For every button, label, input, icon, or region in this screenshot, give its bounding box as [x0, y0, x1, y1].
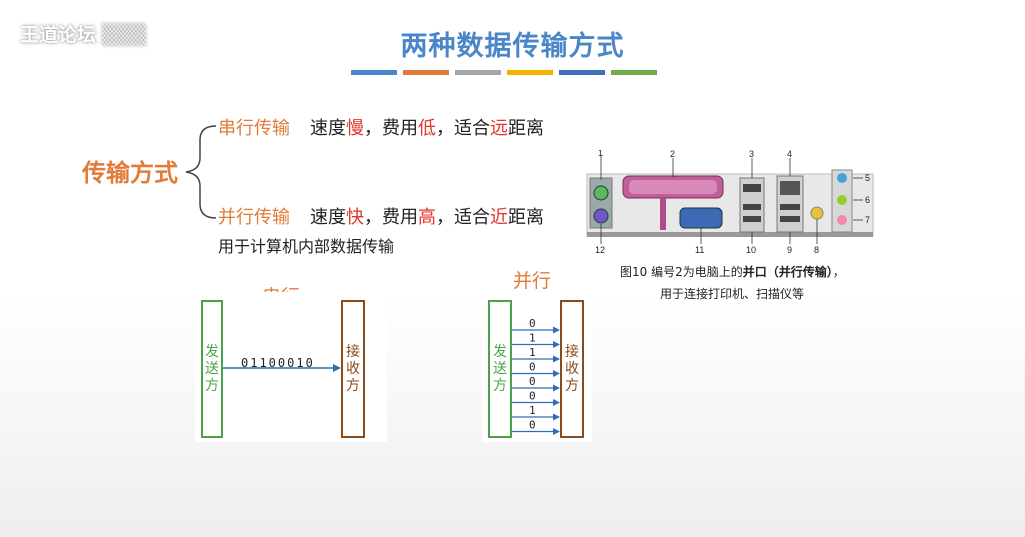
parallel-bit: 0: [529, 390, 536, 403]
parallel-arrowhead: [553, 341, 560, 348]
port-number: 6: [865, 195, 870, 205]
color-bar: [403, 70, 449, 75]
port-photo-panel: 1 2 3 4 5 6 7 8 9 10 11 12: [585, 148, 880, 300]
text: ，费用: [364, 207, 418, 228]
slide-title: 两种数据传输方式: [400, 31, 625, 62]
serial-description: 串行传输速度慢，费用低，适合远距离: [218, 114, 544, 140]
photo-caption-line1: 图10 编号2为电脑上的并口（并行传输），: [620, 263, 845, 280]
serial-head: 串行传输: [218, 118, 290, 139]
parallel-note: 用于计算机内部数据传输: [218, 237, 395, 256]
watermark-logo: 王道论坛▒▒▒: [20, 20, 146, 47]
color-bar: [351, 70, 397, 75]
serial-diagram: 发送方 接收方 01100010: [195, 292, 387, 442]
port-number: 8: [814, 245, 819, 255]
parallel-arrowhead: [553, 413, 560, 421]
port-number: 5: [865, 173, 870, 183]
parallel-bit: 0: [529, 375, 536, 388]
tree-root-label: 传输方式: [82, 159, 178, 187]
motherboard-ports-image: 1 2 3 4 5 6 7 8 9 10 11 12: [585, 148, 880, 260]
highlight: 近: [490, 207, 508, 228]
parallel-bit: 0: [529, 419, 536, 432]
parallel-sender-box: 发送方: [488, 300, 512, 438]
port-number: 3: [749, 150, 754, 159]
port-number: 10: [746, 245, 756, 255]
port-number: 1: [598, 150, 603, 158]
parallel-arrowhead: [553, 428, 560, 435]
highlight: 低: [418, 118, 436, 139]
caption-text: ，: [832, 265, 845, 279]
port-number: 9: [787, 245, 792, 255]
parallel-bit: 0: [529, 361, 536, 374]
parallel-arrowhead: [553, 384, 560, 392]
parallel-head: 并行传输: [218, 207, 290, 228]
caption-text: 图10 编号2为电脑上的: [620, 265, 743, 279]
parallel-bit: 1: [529, 332, 536, 345]
parallel-lines: 01100010: [512, 317, 560, 435]
text: 距离: [508, 118, 544, 139]
port-number: 2: [670, 150, 675, 159]
parallel-diagram-label: 并行: [513, 270, 552, 292]
text: ，适合: [436, 118, 490, 139]
color-bar: [559, 70, 605, 75]
parallel-arrowhead: [553, 355, 560, 363]
port-number: 4: [787, 150, 792, 159]
color-bar: [455, 70, 501, 75]
port-number: 7: [865, 215, 870, 225]
parallel-arrowhead: [553, 370, 560, 377]
parallel-bit: 0: [529, 317, 536, 330]
parallel-arrowhead: [553, 326, 560, 334]
photo-caption-line2: 用于连接打印机、扫描仪等: [660, 287, 805, 301]
port-number: 11: [695, 245, 704, 255]
parallel-description: 并行传输速度快，费用高，适合近距离: [218, 203, 544, 229]
serial-sender-box: 发送方: [201, 300, 223, 438]
parallel-bit: 1: [529, 404, 536, 417]
port-number: 12: [595, 245, 605, 255]
highlight: 远: [490, 118, 508, 139]
text: 速度: [310, 118, 346, 139]
title-color-bars: [351, 70, 657, 75]
watermark-ghost: ▒▒▒: [102, 24, 146, 46]
serial-arrow: [223, 364, 341, 372]
text: 速度: [310, 207, 346, 228]
highlight: 慢: [346, 118, 364, 139]
serial-receiver-box: 接收方: [341, 300, 365, 438]
text: ，费用: [364, 118, 418, 139]
parallel-bit: 1: [529, 346, 536, 359]
serial-bits: 01100010: [241, 356, 315, 370]
color-bar: [507, 70, 553, 75]
highlight: 高: [418, 207, 436, 228]
parallel-arrowhead: [553, 399, 560, 406]
tree-brace: [185, 125, 217, 219]
text: ，适合: [436, 207, 490, 228]
parallel-receiver-box: 接收方: [560, 300, 584, 438]
highlight: 快: [346, 207, 364, 228]
color-bar: [611, 70, 657, 75]
caption-bold: 并口（并行传输）: [742, 265, 833, 279]
text: 距离: [508, 207, 544, 228]
watermark-text: 王道论坛: [20, 24, 97, 46]
